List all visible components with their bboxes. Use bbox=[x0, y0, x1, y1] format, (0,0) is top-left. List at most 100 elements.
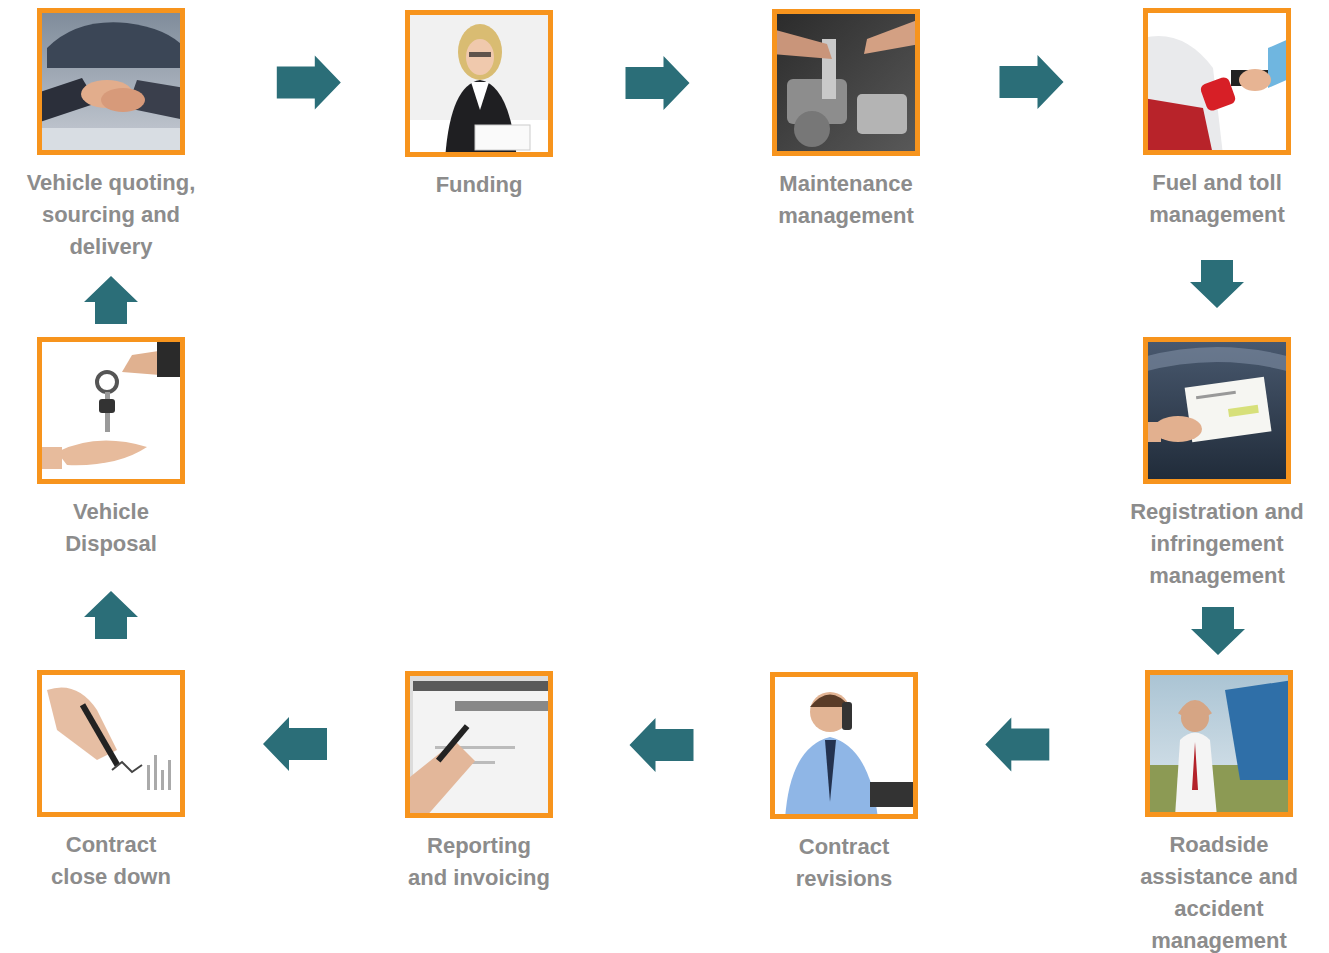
phone-photo-part bbox=[870, 782, 918, 807]
process-node: Contract close down bbox=[37, 670, 185, 893]
fuel-photo-part bbox=[1239, 69, 1271, 91]
keys-photo-part bbox=[97, 372, 117, 392]
flow-arrow bbox=[84, 591, 138, 639]
engine-photo-part bbox=[772, 9, 920, 156]
arrow-shape bbox=[263, 717, 327, 771]
roadside-photo-part bbox=[1192, 742, 1198, 790]
engine-photo bbox=[772, 9, 920, 156]
photo-frames-part bbox=[408, 674, 551, 816]
desk-photo-part bbox=[405, 10, 553, 157]
arrow-shape bbox=[1191, 607, 1245, 655]
flow-arrow bbox=[277, 56, 341, 110]
engine-photo-part bbox=[772, 29, 832, 59]
node-caption: Reporting and invoicing bbox=[405, 830, 553, 894]
node-caption: Registration and infringement management bbox=[1107, 496, 1327, 592]
keys-photo-part bbox=[57, 441, 147, 466]
node-caption: Fuel and toll management bbox=[1127, 167, 1307, 231]
process-node: Vehicle quoting, sourcing and delivery bbox=[4, 8, 219, 263]
photo-frames-part bbox=[1146, 340, 1289, 482]
phone-photo-part bbox=[825, 740, 836, 802]
photo-frames-part bbox=[1146, 11, 1289, 153]
desk-photo-part bbox=[471, 82, 489, 110]
photo-frames-part bbox=[773, 675, 916, 817]
signing-photo bbox=[37, 670, 185, 817]
node-caption: Vehicle quoting, sourcing and delivery bbox=[4, 167, 219, 263]
invoice-photo-part bbox=[413, 681, 553, 691]
process-node: Registration and infringement management bbox=[1107, 337, 1327, 592]
roadside-photo-part bbox=[1225, 680, 1293, 780]
flow-arrow bbox=[630, 718, 694, 772]
ticket-photo bbox=[1143, 337, 1291, 484]
arrow-shape bbox=[1000, 55, 1064, 109]
fuel-photo-part bbox=[1143, 8, 1291, 155]
process-node: Funding bbox=[399, 10, 559, 201]
invoice-photo bbox=[405, 671, 553, 818]
node-caption: Funding bbox=[399, 169, 559, 201]
invoice-photo-part bbox=[405, 671, 553, 818]
photo-frames-part bbox=[40, 11, 183, 153]
phone-photo-part bbox=[770, 672, 918, 819]
ticket-photo-part bbox=[1154, 416, 1202, 442]
desk-photo-part bbox=[475, 125, 530, 150]
photo-frames-part bbox=[775, 12, 918, 154]
handshake-photo-part bbox=[37, 8, 185, 155]
arrow-shape bbox=[84, 591, 138, 639]
flow-arrow bbox=[985, 718, 1049, 772]
signing-photo-part bbox=[80, 703, 120, 767]
arrow-shape bbox=[277, 56, 341, 110]
arrow-shape bbox=[84, 276, 138, 324]
signing-photo-part bbox=[168, 760, 171, 790]
process-node: Fuel and toll management bbox=[1127, 8, 1307, 231]
arrow-shape bbox=[1190, 260, 1244, 308]
node-caption: Maintenance management bbox=[756, 168, 936, 232]
signing-photo-part bbox=[112, 762, 142, 772]
photo-frames-part bbox=[40, 340, 183, 482]
process-node: Maintenance management bbox=[756, 9, 936, 232]
roadside-photo bbox=[1145, 670, 1293, 817]
invoice-photo-part bbox=[405, 741, 475, 818]
desk-photo-part bbox=[458, 24, 502, 80]
engine-photo-part bbox=[857, 94, 907, 134]
fuel-photo-part bbox=[1143, 98, 1213, 155]
arrow-shape bbox=[630, 718, 694, 772]
invoice-photo-part bbox=[455, 701, 553, 711]
keys-photo bbox=[37, 337, 185, 484]
photo-frames-part bbox=[1148, 673, 1291, 815]
signing-photo-part bbox=[154, 755, 157, 790]
process-node: Contract revisions bbox=[770, 672, 918, 895]
keys-photo-part bbox=[37, 337, 185, 484]
handshake-photo-part bbox=[47, 22, 185, 68]
process-node: Roadside assistance and accident managem… bbox=[1117, 670, 1322, 953]
flow-arrow bbox=[84, 276, 138, 324]
roadside-photo-part bbox=[1181, 704, 1209, 732]
fuel-photo bbox=[1143, 8, 1291, 155]
handshake-photo-part bbox=[101, 88, 145, 112]
process-node: Reporting and invoicing bbox=[405, 671, 553, 894]
flow-arrow bbox=[1191, 607, 1245, 655]
node-caption: Vehicle Disposal bbox=[37, 496, 185, 560]
process-node: Vehicle Disposal bbox=[37, 337, 185, 560]
roadside-photo-part bbox=[1175, 733, 1217, 818]
signing-photo-part bbox=[147, 765, 150, 790]
signing-photo-part bbox=[37, 670, 185, 817]
flow-arrow bbox=[1000, 55, 1064, 109]
handshake-photo bbox=[37, 8, 185, 155]
roadside-photo-part bbox=[1181, 704, 1209, 716]
ticket-photo-part bbox=[1228, 405, 1259, 417]
desk-photo-part bbox=[469, 52, 491, 57]
phone-photo-part bbox=[842, 702, 852, 730]
arrow-shape bbox=[626, 56, 690, 110]
roadside-photo-part bbox=[1145, 670, 1293, 817]
node-caption: Contract close down bbox=[37, 829, 185, 893]
desk-photo bbox=[405, 10, 553, 160]
photo-frames-part bbox=[408, 13, 551, 155]
arrow-shape bbox=[985, 718, 1049, 772]
ticket-photo-part bbox=[1143, 337, 1291, 484]
ticket-photo-part bbox=[1196, 391, 1236, 400]
flow-arrow bbox=[263, 717, 327, 771]
node-caption: Roadside assistance and accident managem… bbox=[1117, 829, 1322, 953]
ticket-photo-part bbox=[1143, 347, 1291, 372]
phone-photo-part bbox=[785, 737, 878, 819]
